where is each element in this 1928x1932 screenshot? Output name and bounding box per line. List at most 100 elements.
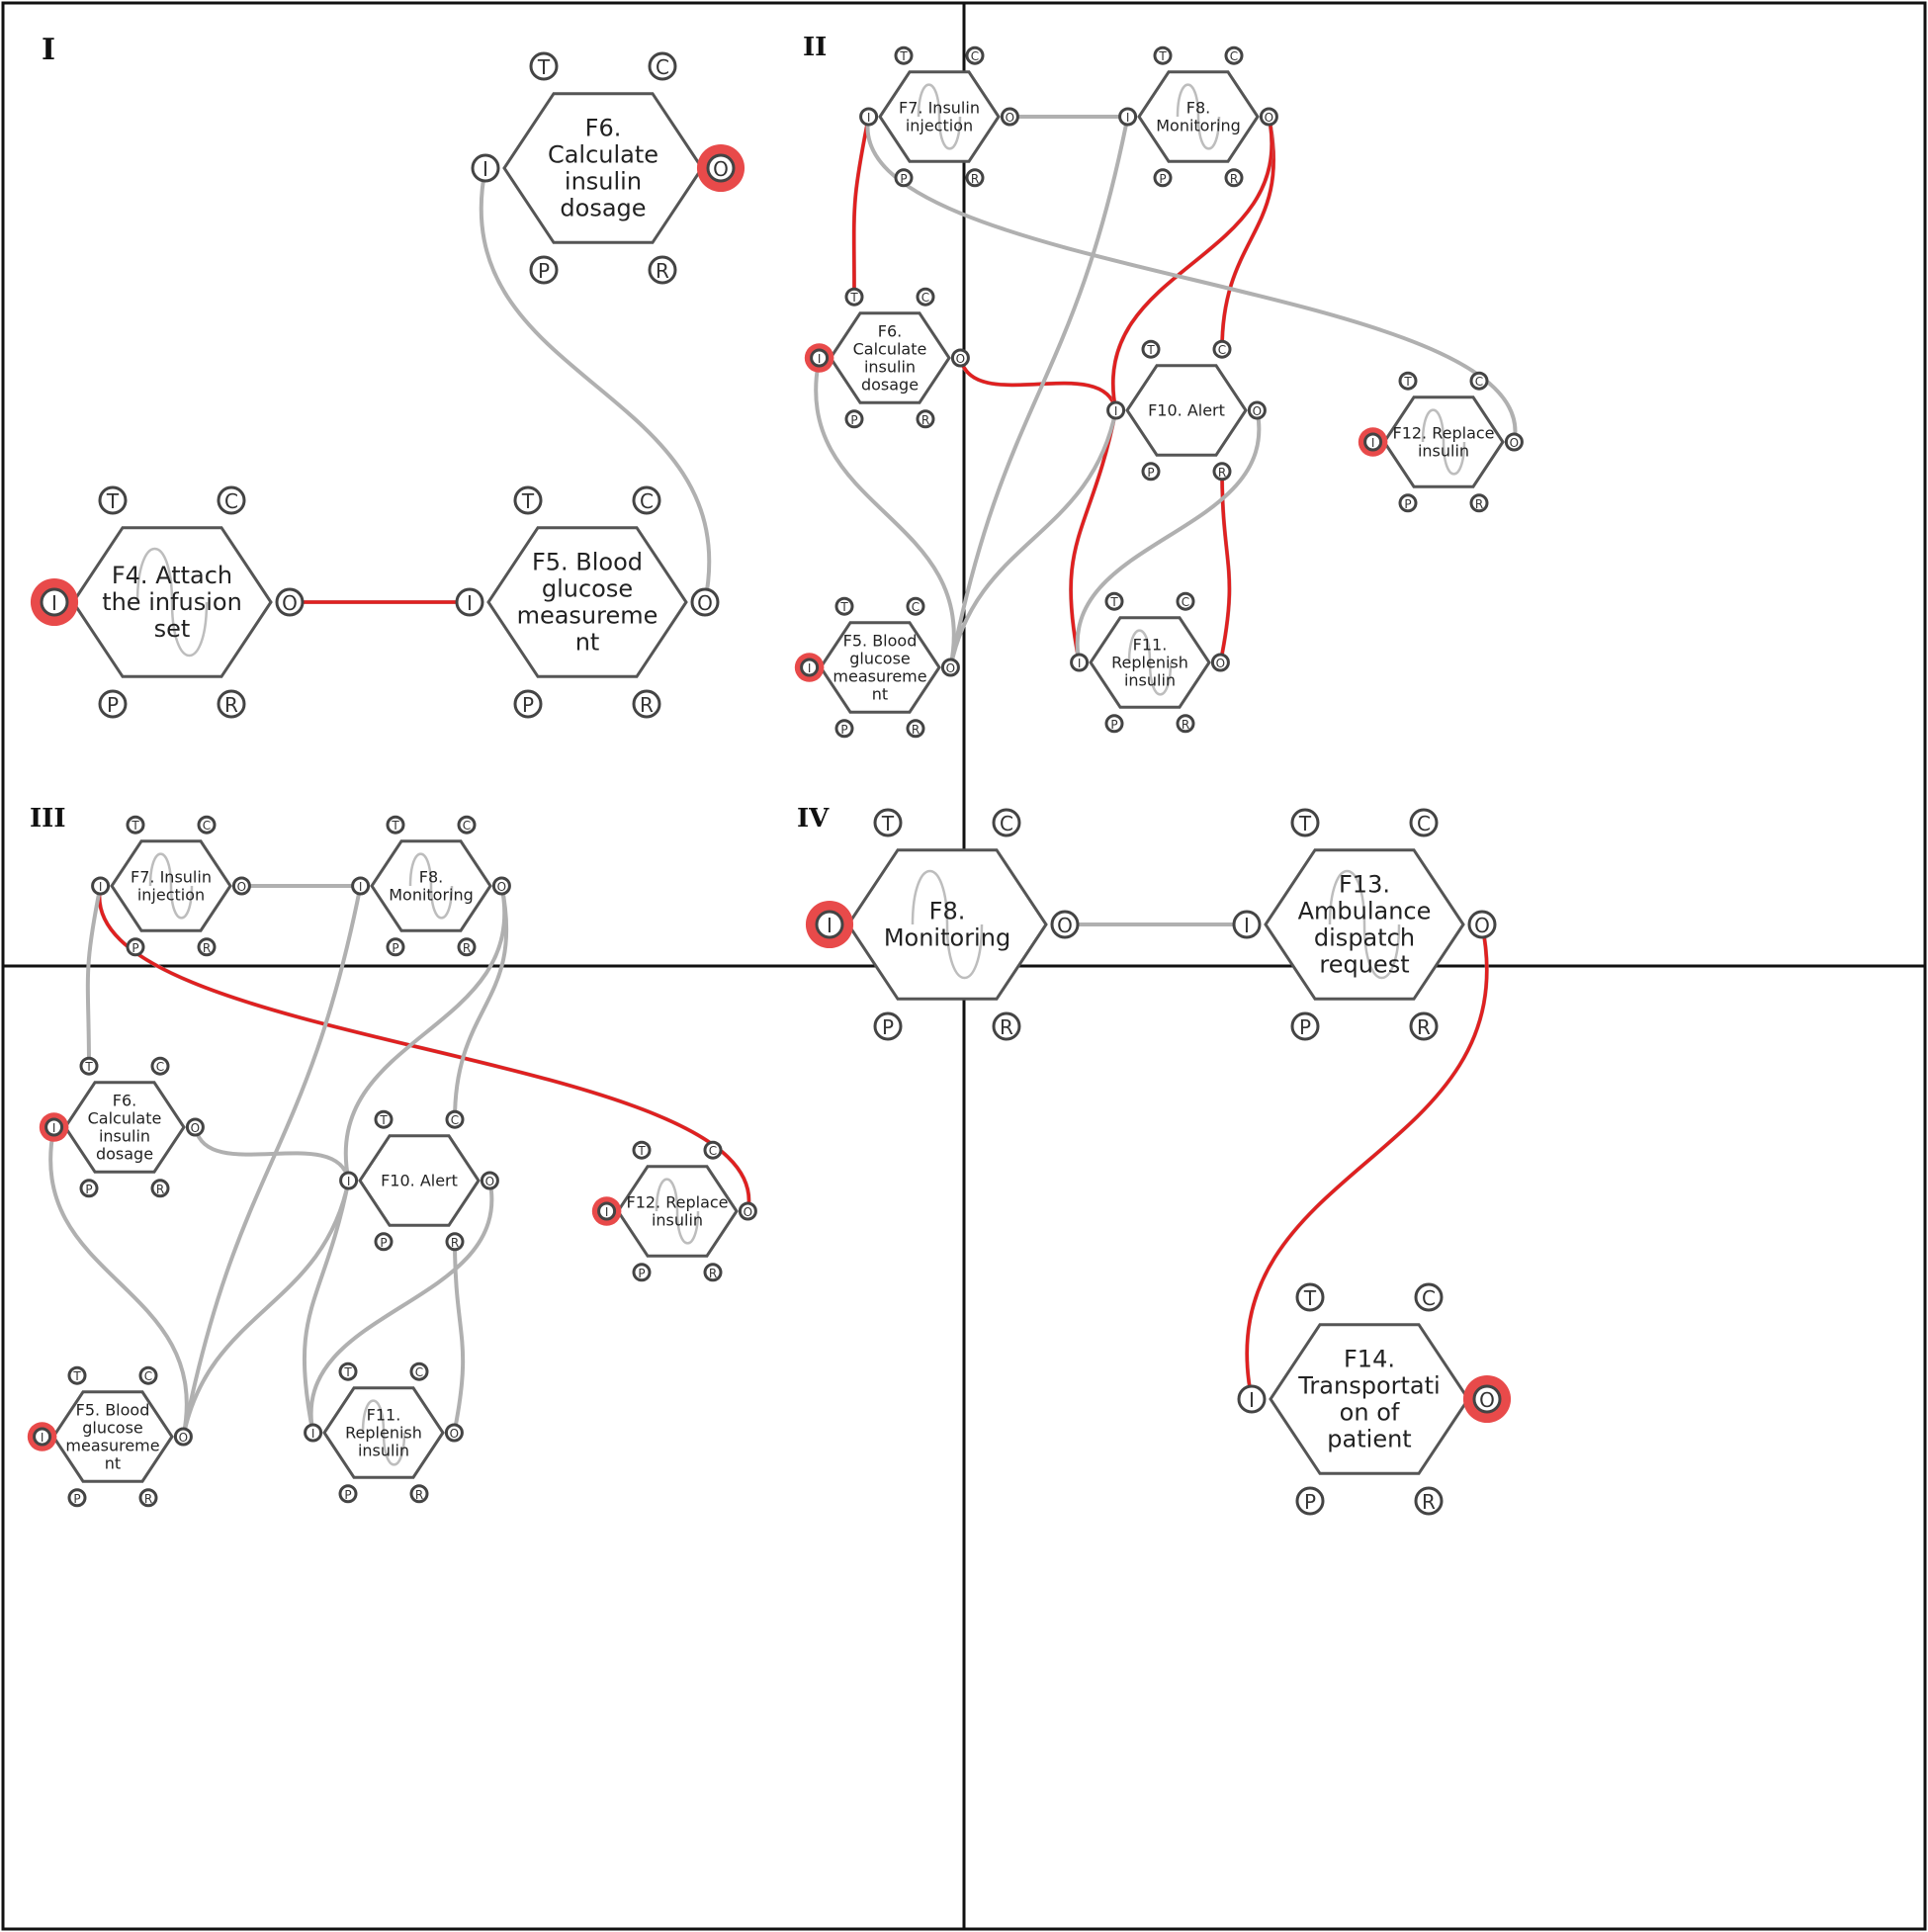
aspect-c-circle[interactable] [916,287,935,307]
aspect-p-circle[interactable] [1295,1486,1325,1516]
aspect-o-circle[interactable] [491,876,511,896]
aspect-t-circle[interactable] [79,1056,99,1076]
aspect-p-circle[interactable] [844,409,864,429]
aspect-i-circle[interactable] [471,153,500,183]
aspect-o-circle[interactable] [690,587,720,617]
aspect-r-circle[interactable] [1409,1011,1439,1041]
aspect-p-circle[interactable] [374,1232,394,1252]
aspect-i-circle[interactable] [1363,432,1383,452]
aspect-t-circle[interactable] [873,808,903,837]
aspect-t-circle[interactable] [1295,1282,1325,1312]
aspect-i-circle[interactable] [351,876,371,896]
aspect-i-circle[interactable] [455,587,484,617]
aspect-o-circle[interactable] [1247,400,1267,420]
aspect-c-circle[interactable] [965,45,985,65]
aspect-p-circle[interactable] [1104,714,1124,734]
aspect-c-circle[interactable] [197,815,217,834]
aspect-c-circle[interactable] [409,1361,429,1381]
aspect-o-circle[interactable] [1050,910,1080,939]
aspect-i-circle[interactable] [304,1423,323,1443]
aspect-p-circle[interactable] [834,719,854,739]
aspect-i-circle[interactable] [91,876,111,896]
aspect-t-circle[interactable] [513,485,543,515]
aspect-i-circle[interactable] [1237,1384,1267,1414]
aspect-p-circle[interactable] [894,168,914,188]
aspect-c-circle[interactable] [906,596,925,616]
aspect-p-circle[interactable] [67,1488,87,1508]
aspect-i-circle[interactable] [859,107,879,127]
aspect-c-circle[interactable] [1176,591,1195,611]
aspect-o-circle[interactable] [275,587,305,617]
aspect-r-circle[interactable] [703,1263,723,1282]
aspect-c-circle[interactable] [1224,45,1244,65]
aspect-o-circle[interactable] [1259,107,1278,127]
aspect-t-circle[interactable] [834,596,854,616]
aspect-i-circle[interactable] [597,1201,617,1221]
aspect-t-circle[interactable] [338,1361,358,1381]
aspect-t-circle[interactable] [1290,808,1320,837]
aspect-r-circle[interactable] [1224,168,1244,188]
aspect-o-circle[interactable] [185,1117,205,1137]
aspect-c-circle[interactable] [703,1140,723,1160]
aspect-i-circle[interactable] [40,587,69,617]
aspect-i-circle[interactable] [44,1117,64,1137]
aspect-i-circle[interactable] [1118,107,1138,127]
aspect-i-circle[interactable] [1232,910,1262,939]
aspect-t-circle[interactable] [374,1109,394,1129]
aspect-c-circle[interactable] [632,485,661,515]
aspect-o-circle[interactable] [950,348,970,368]
aspect-o-circle[interactable] [480,1171,499,1190]
aspect-p-circle[interactable] [1141,462,1161,482]
aspect-o-circle[interactable] [444,1423,464,1443]
aspect-c-circle[interactable] [1414,1282,1444,1312]
aspect-i-circle[interactable] [800,658,820,677]
aspect-o-circle[interactable] [1210,653,1230,672]
aspect-r-circle[interactable] [632,689,661,719]
aspect-i-circle[interactable] [1106,400,1126,420]
aspect-p-circle[interactable] [873,1011,903,1041]
aspect-p-circle[interactable] [1153,168,1173,188]
aspect-p-circle[interactable] [1290,1011,1320,1041]
aspect-r-circle[interactable] [965,168,985,188]
aspect-p-circle[interactable] [98,689,128,719]
aspect-r-circle[interactable] [150,1179,170,1198]
aspect-i-circle[interactable] [810,348,830,368]
aspect-o-circle[interactable] [738,1201,757,1221]
aspect-r-circle[interactable] [1176,714,1195,734]
aspect-r-circle[interactable] [1414,1486,1444,1516]
aspect-t-circle[interactable] [98,485,128,515]
aspect-t-circle[interactable] [1153,45,1173,65]
aspect-i-circle[interactable] [1070,653,1090,672]
aspect-r-circle[interactable] [409,1484,429,1504]
aspect-r-circle[interactable] [1212,462,1232,482]
aspect-c-circle[interactable] [457,815,477,834]
aspect-c-circle[interactable] [648,51,677,81]
aspect-p-circle[interactable] [338,1484,358,1504]
aspect-t-circle[interactable] [1398,371,1418,391]
aspect-r-circle[interactable] [1469,493,1489,513]
aspect-o-circle[interactable] [1467,910,1497,939]
aspect-o-circle[interactable] [1504,432,1524,452]
aspect-p-circle[interactable] [513,689,543,719]
aspect-t-circle[interactable] [632,1140,652,1160]
aspect-i-circle[interactable] [815,910,844,939]
aspect-o-circle[interactable] [706,153,736,183]
aspect-c-circle[interactable] [992,808,1021,837]
aspect-p-circle[interactable] [632,1263,652,1282]
aspect-c-circle[interactable] [217,485,246,515]
aspect-c-circle[interactable] [445,1109,465,1129]
